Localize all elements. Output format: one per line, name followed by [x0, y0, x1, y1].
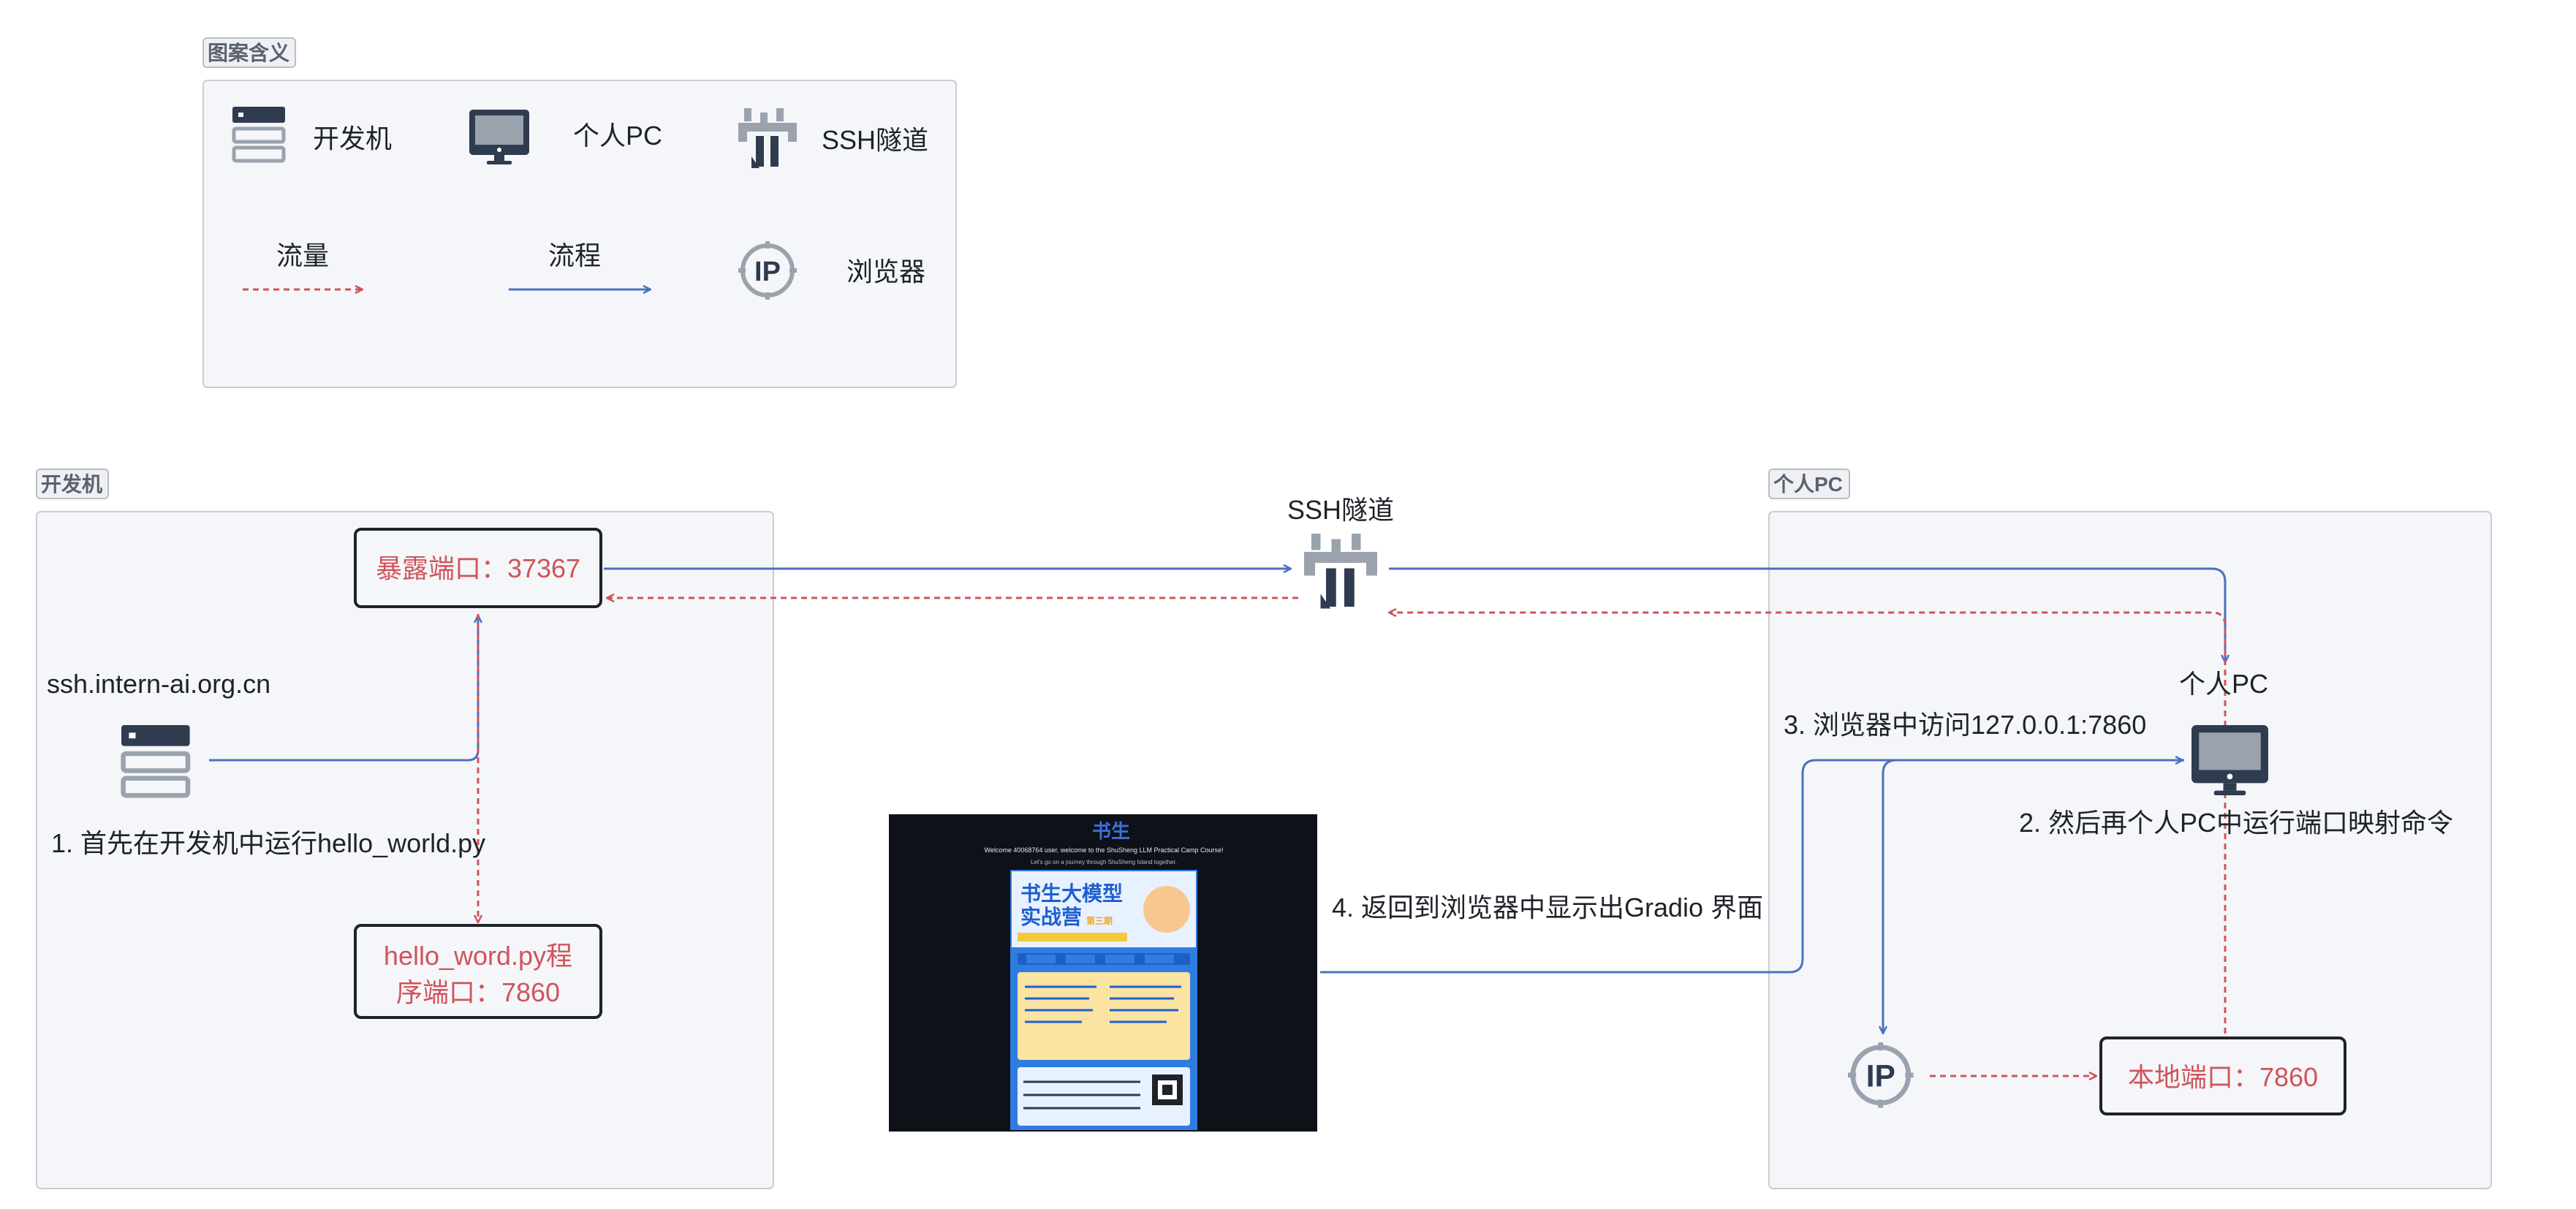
screenshot-welcome: Welcome 40068764 user, welcome to the Sh… [984, 846, 1223, 854]
arrow-ssh-to-pc [1389, 567, 2225, 662]
zone-pc-panel [1768, 511, 2492, 1189]
poster-nav-btn-1 [1026, 955, 1056, 963]
poster-badge: 第三期 [1086, 915, 1113, 926]
ssh-host-label: ssh.intern-ai.org.cn [47, 669, 270, 699]
exposed-port-label: 暴露端口：37367 [376, 553, 580, 583]
poster-content [1018, 972, 1190, 1060]
app-port-label-line-1: hello_word.py程 [384, 941, 572, 971]
poster-title-line-2: 实战营 [1020, 905, 1082, 928]
node-exposed-port: 暴露端口：37367 [354, 528, 602, 608]
zone-devmachine-label: 开发机 [41, 472, 102, 496]
zone-pc-tag [1768, 469, 1850, 499]
zone-devmachine-tag [36, 469, 109, 499]
local-port-label: 本地端口：7860 [2128, 1062, 2318, 1092]
node-app-port: hello_word.py程 序端口：7860 [354, 924, 602, 1019]
poster-qr-center [1162, 1085, 1173, 1095]
legend-title: 图案含义 [208, 41, 289, 64]
gradio-screenshot: 书生 Welcome 40068764 user, welcome to the… [889, 814, 1317, 1132]
step-2-label: 2. 然后再个人PC中运行端口映射命令 [2019, 808, 2453, 838]
zone-pc-label: 个人PC [1773, 473, 1843, 496]
node-local-port: 本地端口：7860 [2099, 1036, 2346, 1115]
poster-mascot [1143, 886, 1190, 933]
poster-title-line-1: 书生大模型 [1020, 882, 1123, 905]
ssh-tunnel-icon [1304, 534, 1377, 609]
zone-pc: 个人PC [1768, 469, 2492, 1189]
app-port-label-line-2: 序端口：7860 [396, 977, 560, 1007]
local-port-box [2099, 1036, 2346, 1115]
legend: 图案含义 开发机 个人PC SSH隧道 流量 流程 浏览器 [202, 37, 957, 388]
ssh-tunnel-label: SSH隧道 [1287, 495, 1394, 525]
poster-nav-btn-3 [1105, 955, 1134, 963]
connectors [209, 569, 2225, 1076]
screenshot-brand: 书生 [1092, 820, 1130, 842]
step-4-label: 4. 返回到浏览器中显示出Gradio 界面 [1332, 892, 1763, 922]
legend-label-traffic: 流量 [276, 240, 329, 270]
screenshot-subtitle: Let's go on a journey through ShuSheng I… [1031, 859, 1177, 865]
step-3-label: 3. 浏览器中访问127.0.0.1:7860 [1784, 710, 2146, 740]
poster-nav-btn-4 [1145, 955, 1174, 963]
app-port-box [354, 924, 602, 1019]
exposed-port-box [354, 528, 602, 608]
zone-devmachine: 开发机 [36, 469, 774, 1189]
poster-yellow-bar [1018, 933, 1127, 941]
legend-label-browser: 浏览器 [846, 257, 925, 287]
zone-devmachine-panel [36, 511, 774, 1189]
legend-label-process: 流程 [548, 240, 601, 270]
legend-label-devmachine: 开发机 [313, 124, 392, 154]
legend-panel [202, 80, 957, 388]
legend-title-tag [202, 37, 296, 68]
step-1-label: 1. 首先在开发机中运行hello_world.py [51, 828, 485, 858]
legend-label-pc: 个人PC [573, 121, 662, 151]
poster-nav-btn-2 [1066, 955, 1095, 963]
arrow-screenshot-to-pc [1320, 760, 2183, 974]
legend-label-ssh: SSH隧道 [822, 125, 928, 155]
pc-label: 个人PC [2179, 669, 2268, 699]
